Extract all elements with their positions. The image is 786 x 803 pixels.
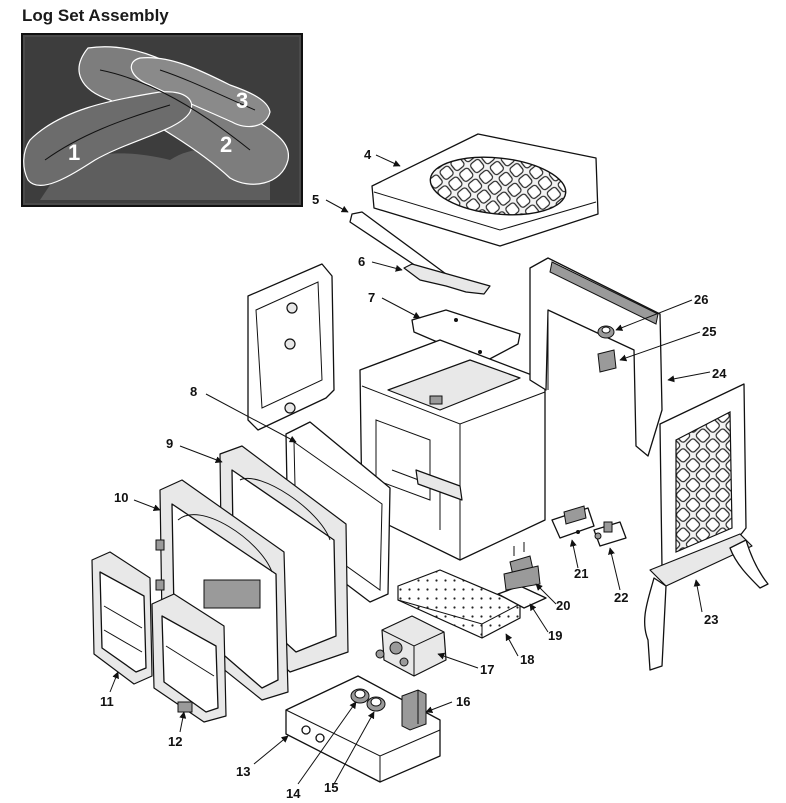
part-15-knob [366, 696, 386, 712]
part-12-front-door [151, 593, 227, 723]
part-6-heat-shield [403, 263, 491, 295]
callout-18: 18 [520, 652, 534, 667]
part-18-burner [397, 569, 521, 639]
firebox-body [359, 339, 546, 561]
callout-16: 16 [456, 694, 470, 709]
log-set-photo: 1 2 3 [21, 33, 303, 207]
log-1-outline [23, 91, 193, 186]
callout-8: 8 [190, 384, 197, 399]
log-3-outline [130, 57, 271, 128]
callout-17: 17 [480, 662, 494, 677]
callout-26: 26 [694, 292, 708, 307]
log-label-2: 2 [220, 132, 232, 157]
part-26-thermodisc [597, 325, 615, 339]
log-label-3: 3 [236, 88, 248, 113]
part-rear-panel [247, 263, 335, 431]
callout-12: 12 [168, 734, 182, 749]
callout-13: 13 [236, 764, 250, 779]
part-21-switch-bracket [551, 505, 595, 539]
callout-4: 4 [364, 147, 372, 162]
callout-10: 10 [114, 490, 128, 505]
callout-9: 9 [166, 436, 173, 451]
log-label-1: 1 [68, 140, 80, 165]
callout-20: 20 [556, 598, 570, 613]
part-25-switch-block [597, 349, 617, 373]
part-4-top-plate [371, 133, 599, 247]
callout-21: 21 [574, 566, 588, 581]
callout-11: 11 [100, 694, 114, 709]
callout-15: 15 [324, 780, 338, 795]
part-23-side-panel [644, 383, 769, 671]
part-17-gas-valve [375, 615, 447, 677]
leader-lines [109, 154, 711, 785]
part-24-rear-enclosure [529, 257, 663, 457]
part-16-receiver [401, 689, 427, 731]
callout-22: 22 [614, 590, 628, 605]
callout-23: 23 [704, 612, 718, 627]
part-22-switch [593, 521, 627, 547]
callout-labels: 4 5 6 7 8 9 10 11 12 13 14 15 16 17 18 1… [100, 147, 727, 801]
callout-5: 5 [312, 192, 319, 207]
callout-19: 19 [548, 628, 562, 643]
part-7-baffle [411, 309, 521, 363]
callout-6: 6 [358, 254, 365, 269]
part-11-side-door [91, 551, 153, 685]
diagram-title: Log Set Assembly [22, 6, 169, 25]
part-20-pilot-assembly [503, 542, 541, 591]
callout-25: 25 [702, 324, 716, 339]
callout-14: 14 [286, 786, 301, 801]
part-14-knob [350, 688, 370, 704]
callout-24: 24 [712, 366, 727, 381]
callout-7: 7 [368, 290, 375, 305]
